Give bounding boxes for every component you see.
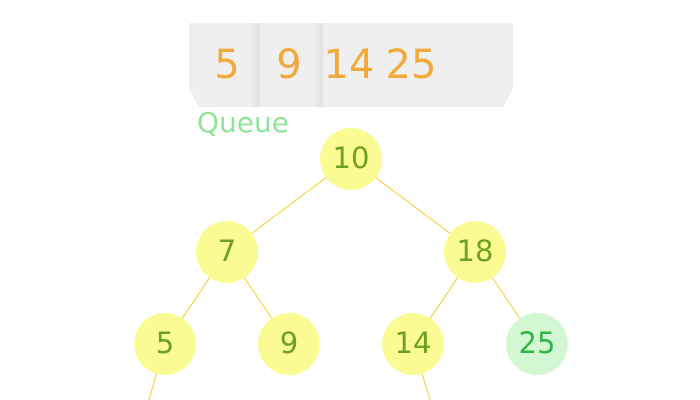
tree-node-label: 10	[333, 141, 370, 175]
queue-divider	[252, 23, 260, 107]
tree-nodes: 10 7 18 5 9 14 25	[134, 128, 568, 375]
tree-node-circle	[444, 221, 506, 283]
tree-node-label: 5	[156, 326, 174, 360]
queue-item: 25	[385, 42, 437, 88]
tree-node: 10	[320, 128, 382, 190]
tree-node: 5	[134, 313, 196, 375]
tree-node-circle	[320, 128, 382, 190]
tree-node-label: 9	[280, 326, 298, 360]
tree-node-visited-circle	[506, 313, 568, 375]
queue-label: Queue	[197, 106, 289, 139]
queue-item: 14	[323, 42, 375, 88]
tree-node-circle	[382, 313, 444, 375]
tree-node: 18	[444, 221, 506, 283]
tree-node: 7	[196, 221, 258, 283]
tree-node: 25	[506, 313, 568, 375]
tree-node: 14	[382, 313, 444, 375]
tree-node-label: 18	[457, 234, 494, 268]
queue-item: 5	[214, 42, 240, 88]
tree-node-circle	[258, 313, 320, 375]
queue-divider	[315, 23, 323, 107]
tree-node-label: 25	[519, 326, 556, 360]
tree-node-circle	[134, 313, 196, 375]
tree-node-label: 7	[218, 234, 236, 268]
tree-node-label: 14	[395, 326, 432, 360]
queue-item: 9	[276, 42, 302, 88]
tree-node-circle	[196, 221, 258, 283]
queue-container: 5 9 14 25	[189, 23, 513, 107]
tree-node: 9	[258, 313, 320, 375]
